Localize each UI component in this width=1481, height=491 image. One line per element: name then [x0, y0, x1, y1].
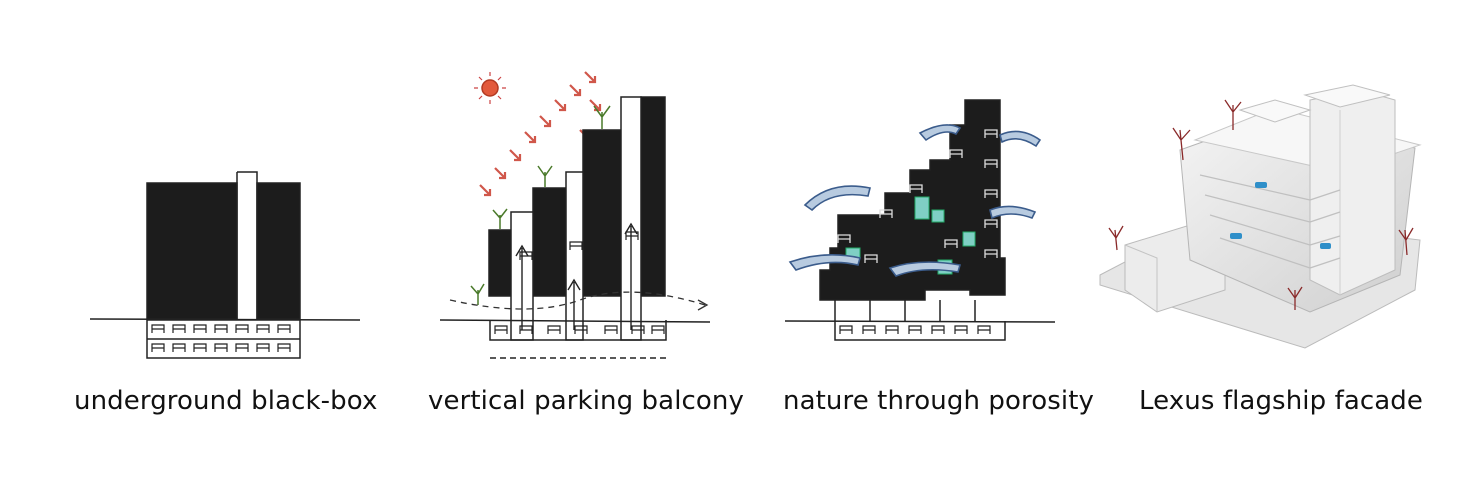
- car-icon: [949, 149, 963, 158]
- car-icon: [256, 343, 270, 352]
- car-icon: [151, 324, 165, 333]
- sun-ray-arrow: [479, 184, 492, 197]
- caption: vertical parking balcony: [428, 386, 744, 416]
- car-icon: [908, 325, 922, 334]
- panel-lexus-flagship-facade: Lexus flagship facade: [1095, 0, 1481, 491]
- car-icon: [837, 234, 851, 243]
- car-icon: [885, 325, 899, 334]
- car-icon: [193, 324, 207, 333]
- car-icon: [256, 324, 270, 333]
- car-icon: [984, 129, 998, 138]
- car-icon: [277, 324, 291, 333]
- sun-ray-arrow: [509, 149, 522, 162]
- car-icon: [909, 184, 923, 193]
- sun-ray-arrow: [554, 99, 567, 112]
- car-icon: [519, 325, 533, 334]
- car-icon: [931, 325, 945, 334]
- car-icon: [984, 159, 998, 168]
- sun-ray-arrow: [494, 167, 507, 180]
- car-icon: [277, 343, 291, 352]
- car-icon: [984, 189, 998, 198]
- sun-icon: [474, 72, 506, 104]
- car-icon: [984, 249, 998, 258]
- sun-ray-arrow: [569, 84, 582, 97]
- caption: Lexus flagship facade: [1139, 386, 1423, 416]
- car-icon: [625, 231, 639, 240]
- car-icon: [574, 325, 588, 334]
- car-icon: [879, 209, 893, 218]
- car-icon: [151, 343, 165, 352]
- panel-underground-black-box: underground black-box: [0, 0, 380, 491]
- car-icon: [172, 343, 186, 352]
- panel-nature-through-porosity: nature through porosity: [750, 0, 1110, 491]
- car-icon: [651, 325, 665, 334]
- sketch-nature-through-porosity: [784, 99, 1056, 341]
- car-icon: [839, 325, 853, 334]
- car-icon: [235, 343, 249, 352]
- sketch-vertical-parking-balcony: [439, 71, 711, 359]
- car-icon: [214, 324, 228, 333]
- sun-ray-arrow: [524, 131, 537, 144]
- car-icon: [954, 325, 968, 334]
- car-icon: [494, 325, 508, 334]
- sun-ray-arrow: [584, 71, 597, 84]
- caption: nature through porosity: [783, 386, 1094, 416]
- model-photo: [1099, 84, 1422, 349]
- sketch-underground-black-box: [89, 171, 361, 359]
- car-icon: [864, 254, 878, 263]
- car-icon: [862, 325, 876, 334]
- car-icon: [172, 324, 186, 333]
- sun-ray-arrow: [539, 115, 552, 128]
- car-icon: [984, 219, 998, 228]
- car-icon: [569, 241, 583, 250]
- car-icon: [214, 343, 228, 352]
- panel-vertical-parking-balcony: vertical parking balcony: [380, 0, 750, 491]
- car-icon: [193, 343, 207, 352]
- car-icon: [519, 251, 533, 260]
- car-icon: [547, 325, 561, 334]
- car-icon: [944, 239, 958, 248]
- car-icon: [977, 325, 991, 334]
- caption: underground black-box: [74, 386, 378, 416]
- car-icon: [604, 325, 618, 334]
- car-icon: [631, 325, 645, 334]
- car-icon: [235, 324, 249, 333]
